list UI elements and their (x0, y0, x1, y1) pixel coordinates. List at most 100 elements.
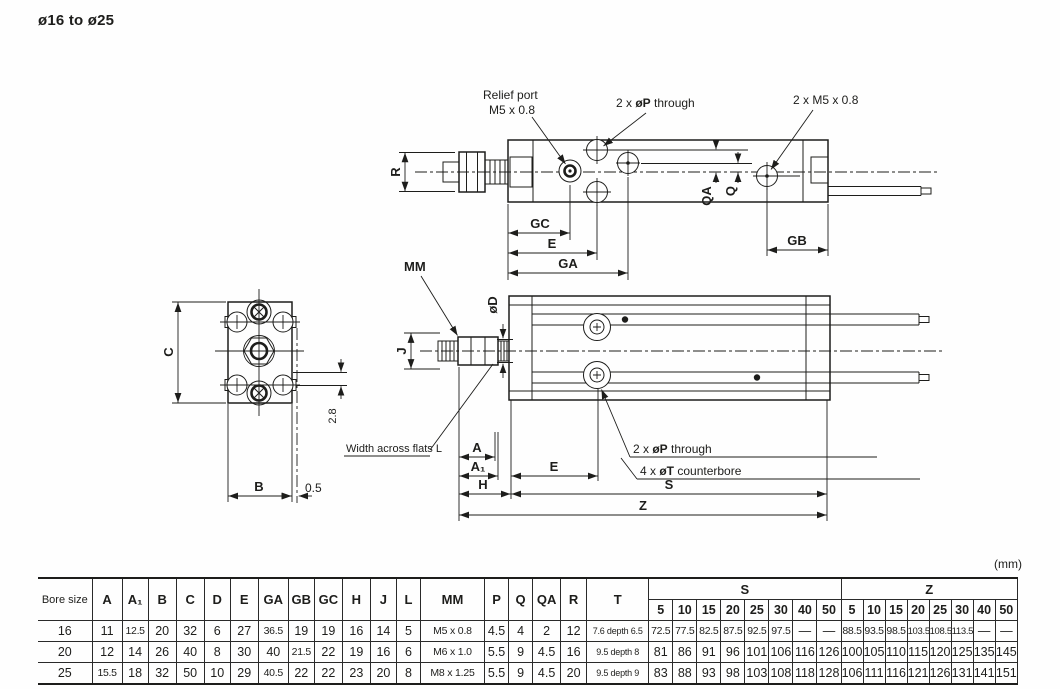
col-header-r: R (560, 577, 588, 621)
dimension-cell: 72.5 (648, 620, 674, 642)
dimension-cell: 6 (395, 641, 421, 663)
dimension-cell: 19 (341, 641, 371, 663)
svg-text:Z: Z (639, 498, 647, 513)
rod-hex-nut (437, 336, 510, 366)
dimension-cell: 4.5 (532, 641, 562, 663)
col-header-p: P (484, 577, 510, 621)
rod-key-dot-bottom (753, 374, 761, 381)
dimension-cell: 26 (147, 641, 177, 663)
dimension-cell: 8 (203, 641, 231, 663)
svg-text:E: E (548, 236, 557, 251)
page-title: ø16 to ø25 (38, 12, 115, 29)
z-stroke-25: 25 (928, 599, 952, 621)
dimension-cell: 92.5 (744, 620, 770, 642)
dim-od: øD (485, 296, 513, 378)
z-stroke-15: 15 (884, 599, 908, 621)
dimension-cell: 141 (972, 662, 996, 685)
dimension-cell: 11 (91, 620, 123, 642)
cylinder-body (507, 139, 829, 203)
dimension-cell: 98.5 (884, 620, 908, 642)
dimension-cell: 108.5 (928, 620, 952, 642)
svg-text:E: E (550, 459, 559, 474)
dimension-cell: 16 (560, 641, 588, 663)
mounting-hole-bottom (583, 361, 611, 389)
dimension-cell: 106 (840, 662, 864, 685)
p-through-leader-top (603, 112, 647, 147)
dimension-cell: 135 (972, 641, 996, 663)
dimension-cell: 12 (91, 641, 123, 663)
end-view-centerlines (215, 289, 304, 416)
dimension-cell: 23 (341, 662, 371, 685)
dim-0-5: 0.5 (281, 328, 322, 503)
width-across-flats-leader (344, 363, 494, 457)
col-header-j: J (369, 577, 397, 621)
dimension-cell: 32 (175, 620, 205, 642)
p-through-hole-bottom (583, 178, 611, 206)
dimension-cell: 36.5 (257, 620, 289, 642)
dimension-cell: 116 (792, 641, 818, 663)
relief-port-label: Relief port (483, 88, 538, 102)
dimension-cell: 103.5 (906, 620, 930, 642)
dim-z: Z (459, 498, 827, 519)
svg-text:GA: GA (558, 256, 578, 271)
dimension-cell: 19 (313, 620, 343, 642)
col-header-c: C (175, 577, 205, 621)
p-through-leader-bottom (601, 389, 631, 458)
dimension-cell: 86 (672, 641, 698, 663)
svg-text:A: A (472, 440, 482, 455)
dimension-cell: 87.5 (720, 620, 746, 642)
dimension-cell: 88 (672, 662, 698, 685)
dimension-cell: — (792, 620, 818, 642)
svg-text:0.5: 0.5 (305, 481, 322, 495)
dimension-cell: 91 (696, 641, 722, 663)
dimension-cell: 21.5 (287, 641, 315, 663)
bore-size-cell: 25 (38, 662, 93, 685)
dimension-cell: 113.5 (950, 620, 974, 642)
svg-text:2.8: 2.8 (327, 408, 339, 423)
dimension-cell: 32 (147, 662, 177, 685)
top-view: Relief port M5 x 0.8 2 x øP through 2 x … (388, 88, 940, 280)
dimension-cell: 40 (175, 641, 205, 663)
end-view: C 2.8 B 0.5 (161, 289, 347, 503)
dimension-cell: M6 x 1.0 (419, 641, 486, 663)
svg-text:Q: Q (723, 186, 738, 196)
dimension-cell: 126 (928, 662, 952, 685)
dimension-cell: — (994, 620, 1019, 642)
svg-text:H: H (478, 477, 487, 492)
dim-r: R (388, 152, 455, 192)
dimension-cell: 121 (906, 662, 930, 685)
dimension-cell: 40.5 (257, 662, 289, 685)
t-counterbore-label: 4 x øT counterbore (640, 464, 742, 478)
dimension-cell: 97.5 (768, 620, 794, 642)
svg-text:øD: øD (485, 296, 500, 313)
dimension-cell: 15.5 (91, 662, 123, 685)
mm-thread-label: MM (404, 259, 426, 274)
dimension-cell: 98 (720, 662, 746, 685)
dimension-cell: 9.5 depth 9 (586, 662, 650, 685)
dimension-cell: 5.5 (484, 641, 510, 663)
col-header-e: E (229, 577, 259, 621)
svg-text:R: R (388, 167, 403, 177)
unit-label: (mm) (994, 557, 1022, 571)
dimension-cell: 14 (369, 620, 397, 642)
dimension-cell: 108 (768, 662, 794, 685)
mounting-hole-top (583, 313, 611, 341)
col-header-t: T (586, 577, 650, 621)
group-header-z: Z (840, 577, 1019, 600)
dim-a: A (459, 440, 495, 461)
s-stroke-50: 50 (816, 599, 842, 621)
dimension-cell: 115 (906, 641, 930, 663)
center-hex-nut (243, 335, 275, 367)
s-stroke-10: 10 (672, 599, 698, 621)
bore-size-cell: 20 (38, 641, 93, 663)
col-header-a: A (91, 577, 123, 621)
dimension-cell: 110 (884, 641, 908, 663)
col-header-d: D (203, 577, 231, 621)
dimension-cell: 12.5 (121, 620, 149, 642)
svg-text:GB: GB (787, 233, 807, 248)
col-header-ga: GA (257, 577, 289, 621)
dimension-cell: M8 x 1.25 (419, 662, 486, 685)
dim-a1: A₁ (459, 459, 498, 480)
